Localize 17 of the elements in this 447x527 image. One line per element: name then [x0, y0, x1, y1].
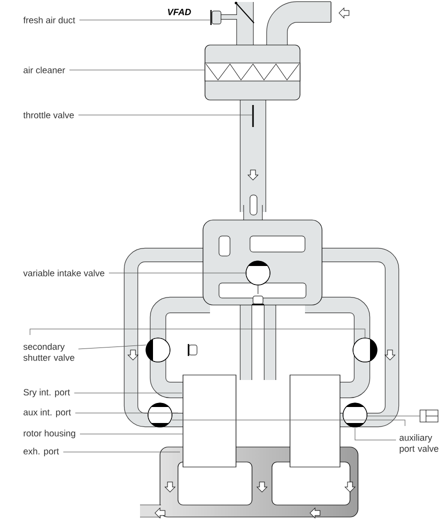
part-label: VFAD — [168, 8, 191, 16]
part-label: Sry int. port — [24, 388, 70, 398]
leader-line — [354, 428, 396, 440]
leader-line — [75, 412, 178, 414]
part-label: aux int. port — [24, 408, 71, 418]
part-label: exh. port — [24, 448, 59, 456]
part-label: secondary shutter valve — [23, 343, 74, 361]
leader-line — [74, 392, 182, 394]
part-label: variable intake valve — [23, 270, 104, 276]
part-label: auxiliary port valve — [400, 434, 438, 454]
leader-line — [108, 272, 248, 274]
leader-line — [78, 114, 252, 116]
part-label: throttle valve — [23, 112, 74, 118]
part-label: air cleaner — [24, 66, 66, 74]
part-label: rotor housing — [24, 430, 76, 438]
part-label: fresh air duct — [23, 16, 76, 24]
leader-line — [78, 344, 146, 350]
